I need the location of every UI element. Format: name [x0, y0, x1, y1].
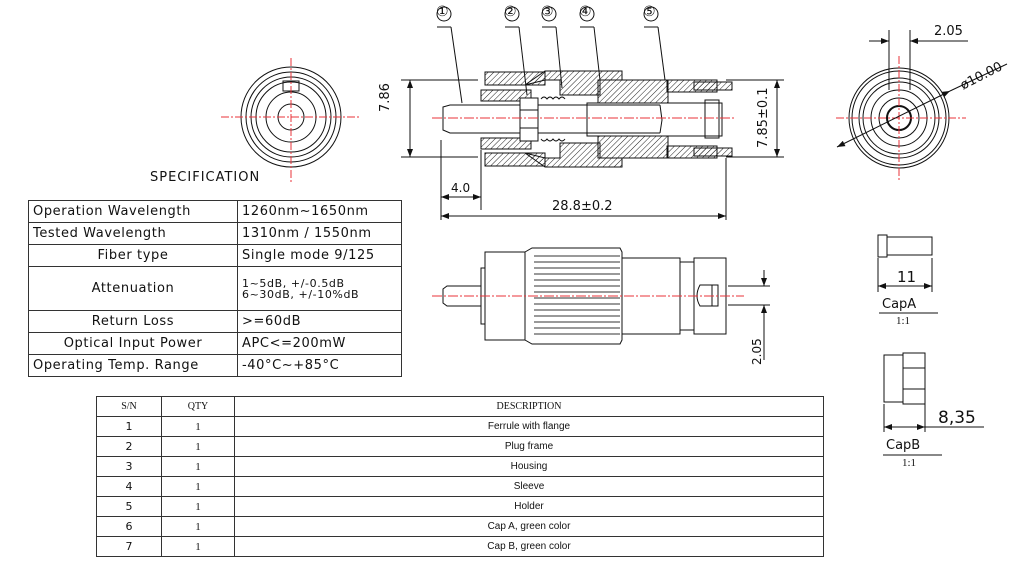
cell-sn: 3: [96, 456, 162, 477]
cap-b-drawing: [883, 352, 984, 456]
dim-cap-b-length: 8,35: [938, 408, 976, 428]
cell-description: Ferrule with flange: [234, 416, 824, 437]
spec-row: Attenuation 1~5dB, +/-0.5dB 6~30dB, +/-1…: [28, 266, 402, 311]
dim-key-width-top: 2.05: [934, 24, 963, 39]
parts-table: S/N QTY DESCRIPTION 1 1 Ferrule with fla…: [96, 396, 824, 557]
callout-5: ⑤: [643, 4, 656, 20]
spec-label: Operating Temp. Range: [28, 354, 238, 377]
table-row: 2 1 Plug frame: [96, 436, 824, 457]
spec-label: Attenuation: [28, 266, 238, 311]
cell-description: Cap A, green color: [234, 516, 824, 537]
spec-value: >=60dB: [237, 310, 402, 333]
cell-description: Plug frame: [234, 436, 824, 457]
dim-cap-a-length: 11: [897, 268, 917, 286]
spec-value-line: 1~5dB, +/-0.5dB: [242, 276, 345, 290]
specification-title: SPECIFICATION: [150, 170, 261, 185]
cell-description: Housing: [234, 456, 824, 477]
spec-value: 1~5dB, +/-0.5dB 6~30dB, +/-10%dB: [237, 266, 402, 311]
rear-end-view: [836, 30, 1008, 180]
dim-ferrule-length: 4.0: [451, 181, 471, 195]
spec-row: Operation Wavelength 1260nm~1650nm: [28, 200, 402, 223]
cap-a-drawing: [877, 234, 938, 314]
spec-label: Operation Wavelength: [28, 200, 238, 223]
spec-label: Tested Wavelength: [28, 222, 238, 245]
cell-qty: 1: [161, 536, 235, 557]
spec-label: Optical Input Power: [28, 332, 238, 355]
cell-sn: 4: [96, 476, 162, 497]
dim-total-length: 28.8±0.2: [552, 199, 613, 214]
cell-qty: 1: [161, 516, 235, 537]
cell-sn: 6: [96, 516, 162, 537]
spec-row: Optical Input Power APC<=200mW: [28, 332, 402, 355]
header-sn: S/N: [96, 396, 162, 417]
spec-value: 1310nm / 1550nm: [237, 222, 402, 245]
cap-b-scale: 1:1: [902, 457, 917, 469]
cell-qty: 1: [161, 496, 235, 517]
spec-label: Return Loss: [28, 310, 238, 333]
cell-qty: 1: [161, 456, 235, 477]
cell-description: Holder: [234, 496, 824, 517]
dim-height-right: 7.85±0.1: [756, 87, 771, 148]
side-view: [442, 247, 770, 360]
table-row: 4 1 Sleeve: [96, 476, 824, 497]
cell-sn: 7: [96, 536, 162, 557]
spec-row: Fiber type Single mode 9/125: [28, 244, 402, 267]
front-end-view: [221, 58, 360, 184]
cap-b-label: CapB: [886, 438, 921, 453]
callout-leaders: [436, 6, 666, 104]
table-row: 6 1 Cap A, green color: [96, 516, 824, 537]
spec-value: APC<=200mW: [237, 332, 402, 355]
cell-sn: 2: [96, 436, 162, 457]
spec-row: Return Loss >=60dB: [28, 310, 402, 333]
dim-key-width-side: 2.05: [750, 338, 764, 365]
cell-qty: 1: [161, 436, 235, 457]
callout-1: ①: [436, 4, 449, 20]
cell-sn: 5: [96, 496, 162, 517]
table-row: 7 1 Cap B, green color: [96, 536, 824, 557]
callout-4: ④: [579, 4, 592, 20]
spec-row: Operating Temp. Range -40°C~+85°C: [28, 354, 402, 377]
cell-description: Cap B, green color: [234, 536, 824, 557]
cell-sn: 1: [96, 416, 162, 437]
spec-row: Tested Wavelength 1310nm / 1550nm: [28, 222, 402, 245]
cell-qty: 1: [161, 416, 235, 437]
cap-a-scale: 1:1: [896, 315, 911, 327]
cap-a-label: CapA: [882, 297, 917, 312]
callout-3: ③: [541, 4, 554, 20]
cell-description: Sleeve: [234, 476, 824, 497]
spec-value: 1260nm~1650nm: [237, 200, 402, 223]
specification-table: Operation Wavelength 1260nm~1650nm Teste…: [28, 200, 402, 377]
spec-value-line: 6~30dB, +/-10%dB: [242, 287, 360, 301]
callout-2: ②: [504, 4, 517, 20]
cross-section-view: [442, 70, 733, 168]
header-description: DESCRIPTION: [234, 396, 824, 417]
cell-qty: 1: [161, 476, 235, 497]
table-row: 5 1 Holder: [96, 496, 824, 517]
dim-height-left: 7.86: [378, 83, 393, 112]
parts-header-row: S/N QTY DESCRIPTION: [96, 396, 824, 417]
spec-value: Single mode 9/125: [237, 244, 402, 267]
spec-label: Fiber type: [28, 244, 238, 267]
table-row: 3 1 Housing: [96, 456, 824, 477]
dimension-lines: [401, 79, 784, 220]
spec-value: -40°C~+85°C: [237, 354, 402, 377]
header-qty: QTY: [161, 396, 235, 417]
table-row: 1 1 Ferrule with flange: [96, 416, 824, 437]
